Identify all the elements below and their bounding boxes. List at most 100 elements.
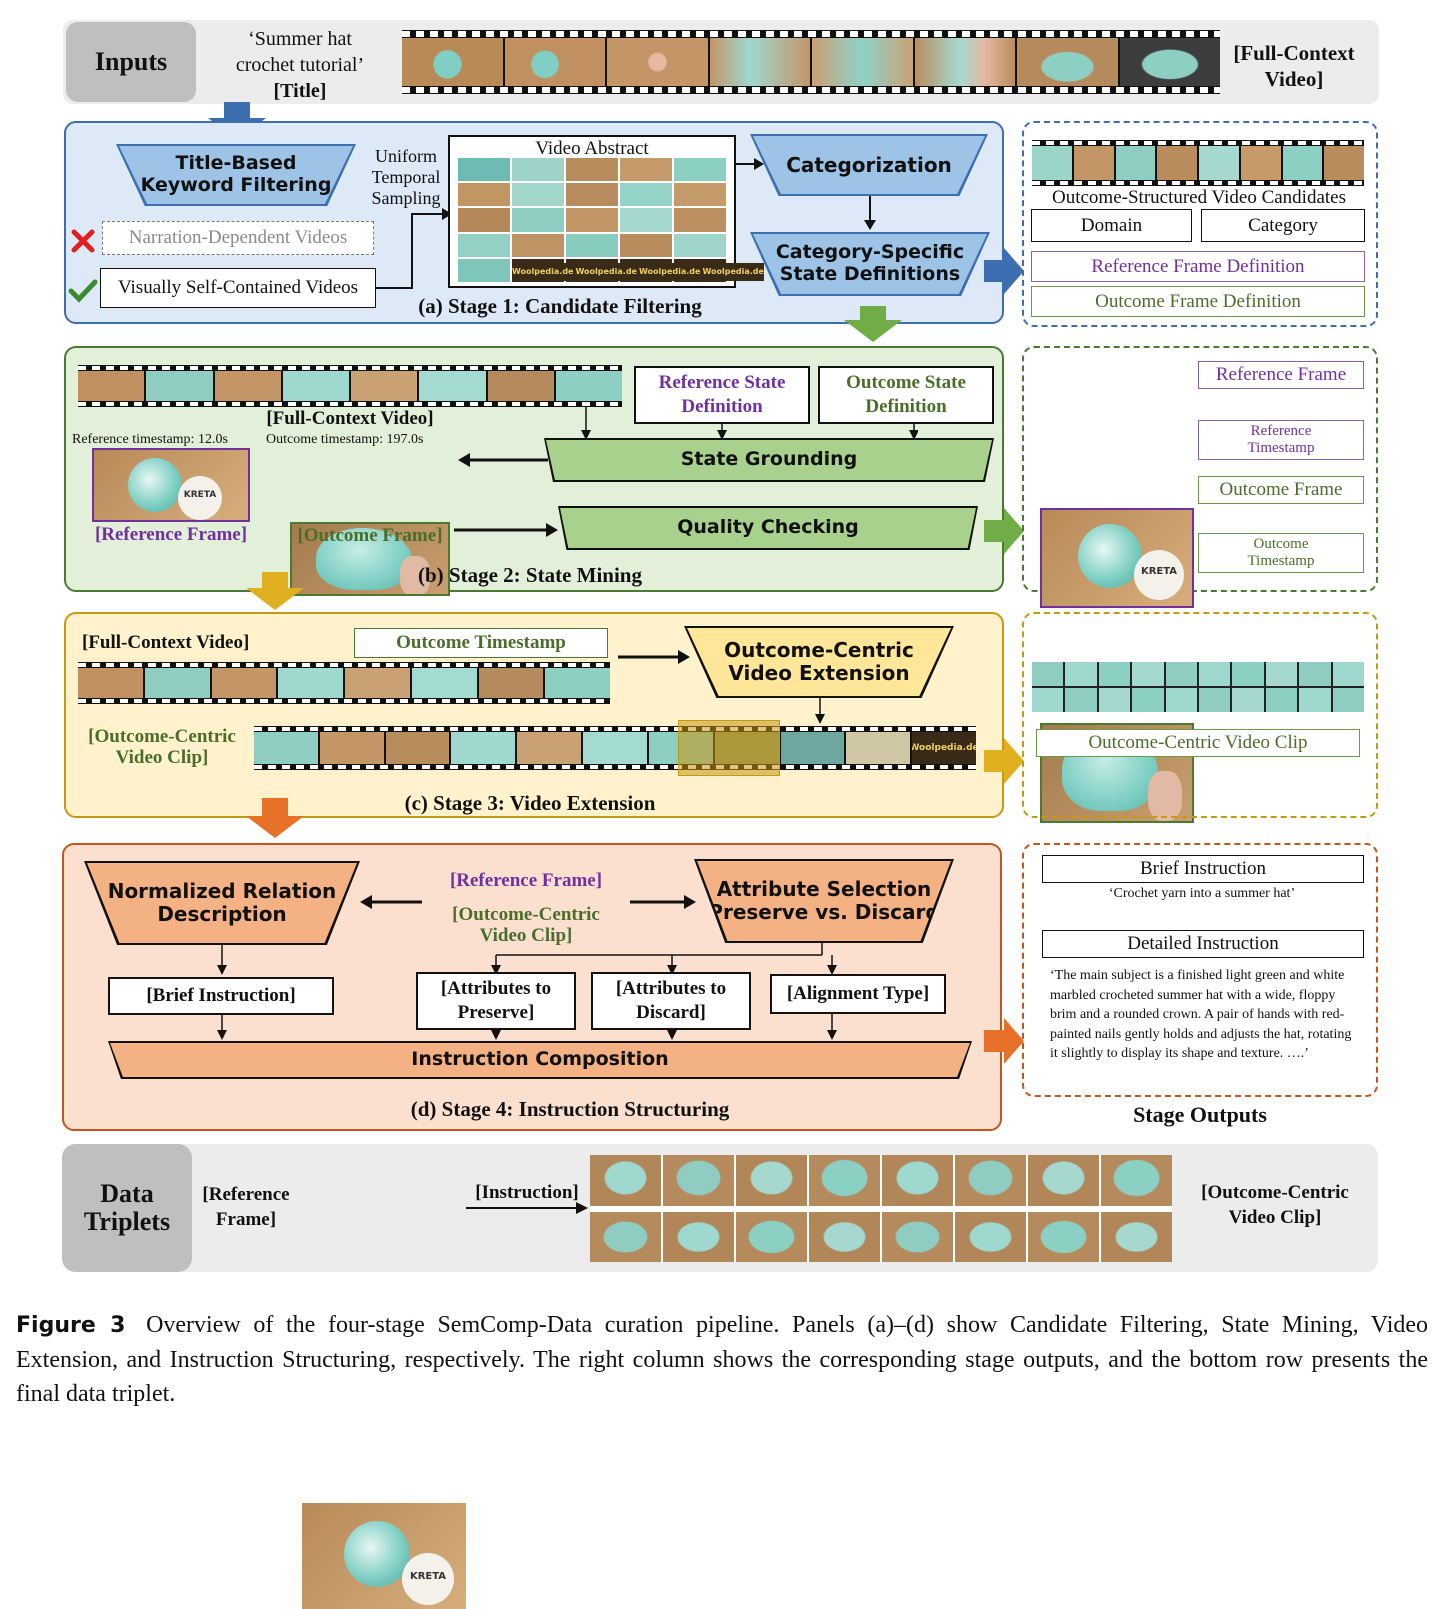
category-box: Category <box>1201 209 1365 242</box>
kreta-text-2: KRETA <box>1140 566 1178 577</box>
output2-ref-frame-text: Reference Frame <box>1215 364 1347 385</box>
preserve-line-2: Preserve] <box>457 1002 535 1023</box>
stage3-caption-text: (c) Stage 3: Video Extension <box>404 791 656 815</box>
woolpedia-banner: Woolpedia.de Woolpedia.de Woolpedia.de W… <box>512 263 764 281</box>
narration-dependent-box: Narration-Dependent Videos <box>102 221 374 255</box>
visual-text: Visually Self-Contained Videos <box>117 277 359 298</box>
triplets-ref-image: KRETA <box>302 1503 466 1609</box>
triplets-ref-line-2: Frame] <box>215 1209 277 1230</box>
ref-frame-tag: [Reference Frame] <box>70 524 272 546</box>
arrow-to-clip <box>815 698 825 724</box>
visually-self-contained-box: Visually Self-Contained Videos <box>100 268 376 308</box>
output2-out-ts-line-2: Timestamp <box>1247 553 1315 569</box>
ref-state-def-box: Reference State Definition <box>634 366 810 424</box>
woolpedia-text-3: Woolpedia.de <box>638 263 701 281</box>
output1-filmstrip <box>1032 140 1364 186</box>
video-abstract-label: Video Abstract <box>448 138 736 160</box>
triplets-clip-label: [Outcome-Centric Video Clip] <box>1180 1180 1370 1230</box>
figure-caption-text: Overview of the four-stage SemComp-Data … <box>16 1312 1429 1407</box>
outcome-timestamp-box: Outcome Timestamp <box>354 628 608 658</box>
arrow-down-stage2 <box>844 306 902 342</box>
triplets-clip-line-1: [Outcome-Centric <box>1201 1182 1349 1203</box>
stage2-caption: (b) Stage 2: State Mining <box>360 563 700 588</box>
out-state-def-box: Outcome State Definition <box>818 366 994 424</box>
output4-detailed-box: Detailed Instruction <box>1042 930 1364 958</box>
ref-def-box: Reference Frame Definition <box>1031 251 1365 282</box>
output1-title: Outcome-Structured Video Candidates <box>1024 187 1374 209</box>
arrow-to-quality <box>454 523 558 537</box>
output3-frames <box>1032 662 1364 712</box>
stage3-clip-label: [Outcome-Centric Video Clip] <box>74 726 250 768</box>
triplets-line-2: Triplets <box>83 1207 171 1236</box>
discard-line-2: Discard] <box>636 1002 706 1023</box>
out-def-box: Outcome Frame Definition <box>1031 286 1365 317</box>
cross-icon <box>70 228 96 254</box>
output2-ref-ts-line-2: Timestamp <box>1247 440 1315 456</box>
ref-state-line-1: Reference State <box>658 372 786 393</box>
stage2-caption-text: (b) Stage 2: State Mining <box>418 563 642 587</box>
output4-brief-text: ‘Crochet yarn into a summer hat’ <box>1030 886 1374 902</box>
ref-frame-image: KRETA <box>92 448 250 522</box>
relation-line-2: Description <box>157 902 287 926</box>
composition-box: Instruction Composition <box>110 1043 970 1077</box>
attr-selection-box: Attribute Selection (Preserve vs. Discar… <box>697 861 951 941</box>
keyword-filtering: Title-Based Keyword Filtering <box>119 146 353 204</box>
stage2-full-video-text: [Full-Context Video] <box>266 408 434 429</box>
out-frame-image <box>290 522 450 596</box>
output3-panel <box>1022 612 1378 818</box>
narration-text: Narration-Dependent Videos <box>128 227 348 248</box>
domain-box: Domain <box>1031 209 1192 242</box>
output2-out-ts-line-1: Outcome <box>1253 536 1309 552</box>
title-quote-line-1: ‘Summer hat <box>248 28 352 50</box>
preserve-box: [Attributes to Preserve] <box>416 972 576 1030</box>
arrow-grounding-to-frames <box>458 453 548 467</box>
arrow-stage3-output <box>984 738 1024 784</box>
output4-brief-text-value: ‘Crochet yarn into a summer hat’ <box>1108 886 1296 901</box>
woolpedia-text-5: Woolpedia.de <box>912 732 976 764</box>
stage3-clip-filmstrip: Woolpedia.de <box>254 726 976 770</box>
video-tag-line-1: [Full-Context <box>1233 41 1355 65</box>
ref-def-text: Reference Frame Definition <box>1091 255 1305 277</box>
discard-box: [Attributes to Discard] <box>591 972 751 1030</box>
output2-ref-ts-line-1: Reference <box>1250 423 1312 439</box>
arrow-to-categorization <box>736 158 764 170</box>
output2-ref-ts-box: Reference Timestamp <box>1198 420 1364 460</box>
inputs-label: Inputs <box>66 22 196 102</box>
arrow-to-extension <box>618 650 690 664</box>
video-abstract-text: Video Abstract <box>535 138 649 159</box>
quality-checking-box: Quality Checking <box>560 508 976 548</box>
stage-outputs-text: Stage Outputs <box>1133 1102 1267 1127</box>
quality-checking-text: Quality Checking <box>677 516 859 539</box>
triplets-clip-line-2: Video Clip] <box>1228 1207 1322 1228</box>
uniform-line-2: Temporal <box>371 167 441 187</box>
extension-line-1: Outcome-Centric <box>724 638 914 662</box>
full-context-filmstrip <box>402 30 1220 94</box>
stage1-caption-text: (a) Stage 1: Candidate Filtering <box>418 294 702 318</box>
uniform-line-3: Sampling <box>371 188 441 208</box>
state-grounding-text: State Grounding <box>680 448 858 471</box>
inputs-label-text: Inputs <box>94 47 168 76</box>
domain-text: Domain <box>1080 214 1143 236</box>
ref-frame-tag-text: [Reference Frame] <box>94 524 248 545</box>
stage4-caption: (d) Stage 4: Instruction Structuring <box>340 1097 800 1122</box>
categorization-text: Categorization <box>786 152 952 177</box>
sampling-connector <box>376 208 452 289</box>
output4-brief-box: Brief Instruction <box>1042 855 1364 883</box>
triplets-ref-line-1: [Reference <box>202 1184 290 1205</box>
figure-caption: Figure 3 Overview of the four-stage SemC… <box>16 1308 1428 1411</box>
state-grounding-box: State Grounding <box>546 440 992 480</box>
arrow-stage4-output <box>984 1018 1024 1064</box>
keyword-line-1: Title-Based <box>175 152 297 175</box>
stage4-clip-line-1: [Outcome-Centric <box>452 904 600 925</box>
triplets-clip-frames <box>590 1155 1172 1262</box>
output2-panel <box>1022 346 1378 592</box>
title-quote: ‘Summer hat crochet tutorial’ [Title] <box>210 26 390 104</box>
arrow-stage1-output <box>984 248 1024 294</box>
output4-panel <box>1022 843 1378 1097</box>
arrow-to-relation <box>360 895 422 909</box>
kreta-text-3: KRETA <box>409 1571 447 1582</box>
ref-timestamp-text: Reference timestamp: 12.0s <box>72 432 228 447</box>
output1-panel <box>1022 121 1378 327</box>
alignment-text: [Alignment Type] <box>786 983 930 1004</box>
output1-title-text: Outcome-Structured Video Candidates <box>1052 187 1346 208</box>
